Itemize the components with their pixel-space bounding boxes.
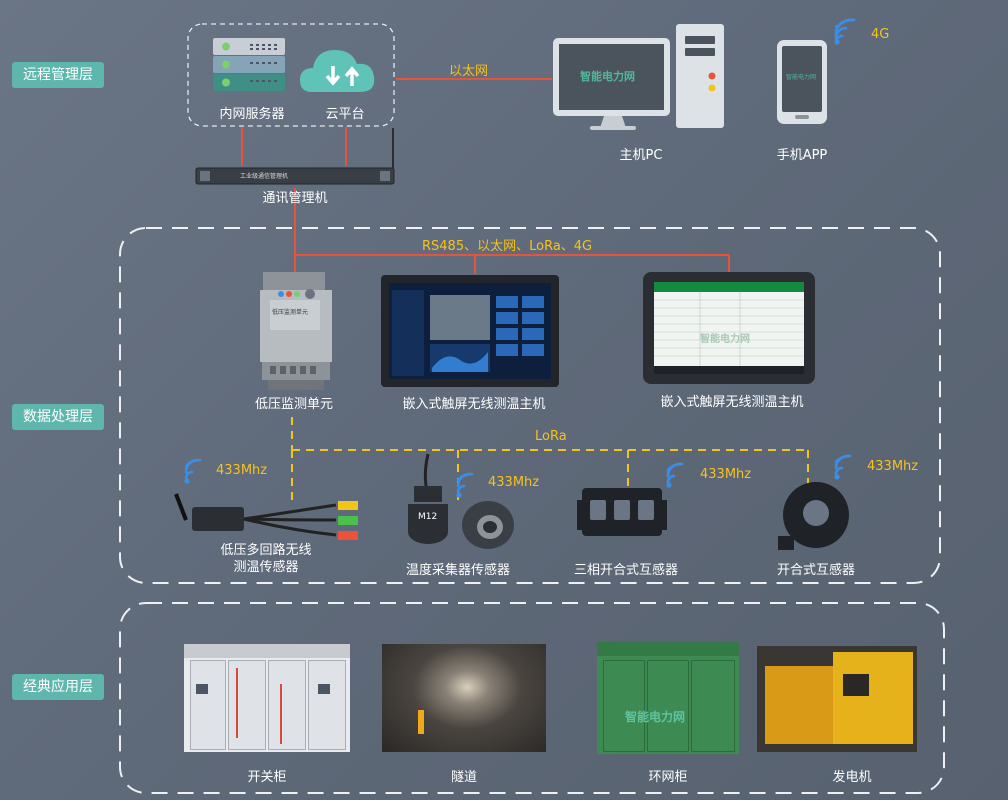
signal-4g-label: 4G	[871, 27, 890, 42]
temp-collector-badge: M12	[418, 512, 438, 522]
temp-collector-label: 温度采集器传感器	[405, 563, 510, 578]
data-layer-frame	[119, 227, 941, 584]
lora-label: LoRa	[535, 429, 567, 444]
wifi-433-icon-3	[666, 462, 684, 488]
comm-manager-label: 通讯管理机	[262, 191, 328, 206]
ring-main-unit-photo: 智能电力网	[597, 642, 739, 754]
split-core-ct-device	[778, 482, 849, 550]
three-phase-ct-label: 三相开合式互感器	[573, 563, 678, 578]
tunnel-photo	[382, 644, 546, 752]
ethernet-label: 以太网	[449, 64, 489, 79]
server-rack-icon	[213, 38, 285, 91]
lv-panel-text: 低压监测单元	[272, 309, 309, 316]
lv-monitor-unit-device	[260, 272, 332, 390]
watermark-pc: 智能电力网	[580, 70, 635, 83]
comm-manager-panel-text: 工业级通信管理机	[240, 173, 289, 180]
generator-label: 发电机	[832, 770, 872, 785]
lv-multi-circuit-sensor-device	[174, 493, 358, 540]
touch-host-1-device	[381, 275, 559, 387]
watermark-rmu: 智能电力网	[625, 710, 686, 724]
pc-monitor-icon	[553, 38, 670, 130]
switchgear-label: 开关柜	[247, 770, 287, 785]
sensor-lv-label-line1: 低压多回路无线	[220, 543, 312, 558]
mobile-app-label: 手机APP	[776, 148, 828, 163]
wifi-4g-icon	[834, 18, 856, 45]
app-layer-frame	[119, 602, 945, 794]
ring-main-unit-label: 环网柜	[648, 770, 688, 785]
touch-host-2-device	[643, 272, 815, 384]
temp-collector-device	[408, 453, 514, 549]
layer-badge-remote: 远程管理层	[12, 62, 104, 88]
mobile-phone-icon	[777, 40, 827, 124]
watermark-phone: 智能电力网	[786, 74, 817, 81]
generator-photo	[757, 646, 917, 752]
cloud-icon	[300, 50, 375, 92]
freq-label-4: 433Mhz	[867, 459, 919, 474]
intranet-server-label: 内网服务器	[219, 107, 285, 122]
cloud-platform-label: 云平台	[325, 107, 365, 122]
freq-label-1: 433Mhz	[216, 463, 268, 478]
layer-badge-data: 数据处理层	[12, 404, 104, 430]
touch-host-2-label: 嵌入式触屏无线测温主机	[660, 395, 804, 410]
switchgear-photo	[184, 644, 350, 752]
protocols-label: RS485、以太网、LoRa、4G	[422, 239, 593, 254]
freq-label-2: 433Mhz	[488, 475, 540, 490]
pc-tower-icon	[676, 24, 724, 128]
server-group-frame	[187, 23, 395, 127]
watermark-screen: 智能电力网	[700, 334, 750, 345]
wifi-433-icon-2	[456, 472, 474, 498]
wifi-433-icon-1	[184, 458, 202, 484]
layer-badge-app: 经典应用层	[12, 674, 104, 700]
host-pc-label: 主机PC	[619, 148, 663, 163]
sensor-lv-label-line2: 测温传感器	[233, 560, 299, 575]
three-phase-ct-device	[577, 488, 667, 536]
split-core-ct-label: 开合式互感器	[776, 563, 855, 578]
touch-host-1-label: 嵌入式触屏无线测温主机	[402, 397, 546, 412]
lv-monitor-unit-label: 低压监测单元	[254, 397, 333, 412]
freq-label-3: 433Mhz	[700, 467, 752, 482]
comm-manager-device	[195, 128, 395, 185]
wifi-433-icon-4	[834, 454, 852, 480]
tunnel-label: 隧道	[450, 770, 477, 785]
sensor-lv-label: 低压多回路无线 测温传感器	[200, 542, 332, 576]
ethernet-links	[241, 78, 730, 274]
